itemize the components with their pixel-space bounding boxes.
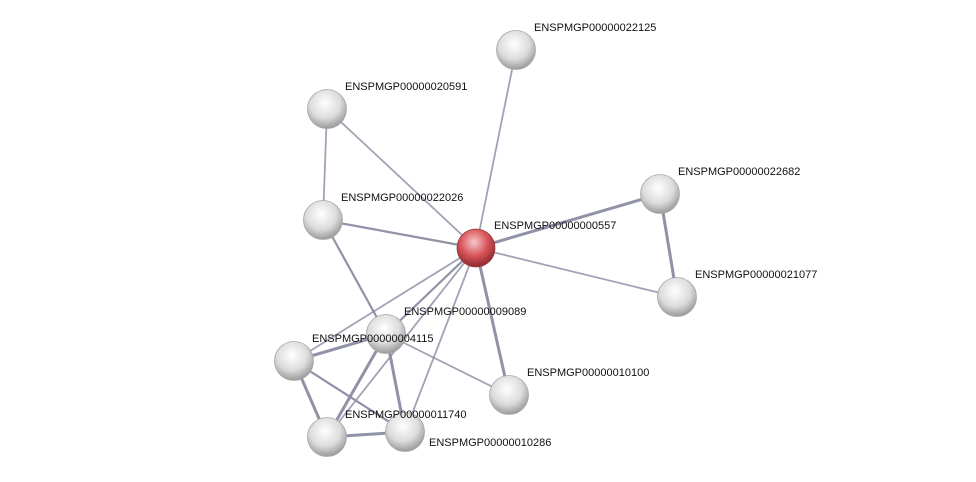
edge-04115-10286[interactable]	[293, 360, 406, 433]
node-label: ENSPMGP00000020591	[345, 81, 467, 93]
node-label: ENSPMGP00000009089	[404, 306, 526, 318]
node-label: ENSPMGP00000010100	[527, 367, 649, 379]
edge-00557-10286[interactable]	[404, 247, 477, 433]
protein-node[interactable]	[385, 412, 425, 452]
protein-node[interactable]	[496, 30, 536, 70]
node-label: ENSPMGP00000011740	[345, 409, 467, 421]
query-protein-node[interactable]	[456, 228, 496, 268]
protein-node[interactable]	[307, 417, 347, 457]
edge-22026-09089[interactable]	[322, 219, 387, 335]
edge-00557-09089[interactable]	[385, 247, 477, 335]
labels-layer: ENSPMGP00000000557 ENSPMGP00000022125ENSP…	[312, 22, 817, 449]
edge-00557-22682[interactable]	[475, 192, 661, 250]
protein-node[interactable]	[489, 375, 529, 415]
node-label: ENSPMGP00000004115	[312, 333, 434, 345]
protein-node[interactable]	[640, 174, 680, 214]
protein-node[interactable]	[303, 200, 343, 240]
node-label: ENSPMGP00000021077	[695, 269, 817, 281]
protein-node[interactable]	[366, 314, 406, 354]
protein-node[interactable]	[307, 89, 347, 129]
edge-00557-10100[interactable]	[474, 247, 511, 396]
node-label: ENSPMGP00000000557	[494, 220, 616, 232]
nodes-layer	[274, 30, 697, 457]
edge-00557-22125[interactable]	[475, 49, 517, 249]
node-label: ENSPMGP00000010286	[429, 437, 551, 449]
edge-00557-22026[interactable]	[322, 218, 477, 250]
node-label: ENSPMGP00000022125	[534, 22, 656, 34]
node-label: ENSPMGP00000022682	[678, 166, 800, 178]
protein-node[interactable]	[657, 277, 697, 317]
edge-00557-21077[interactable]	[475, 247, 678, 298]
edge-00557-04115[interactable]	[293, 247, 477, 362]
edge-09089-10100[interactable]	[385, 333, 510, 396]
edge-00557-20591[interactable]	[326, 108, 477, 249]
protein-node[interactable]	[274, 341, 314, 381]
node-label: ENSPMGP00000022026	[341, 192, 463, 204]
